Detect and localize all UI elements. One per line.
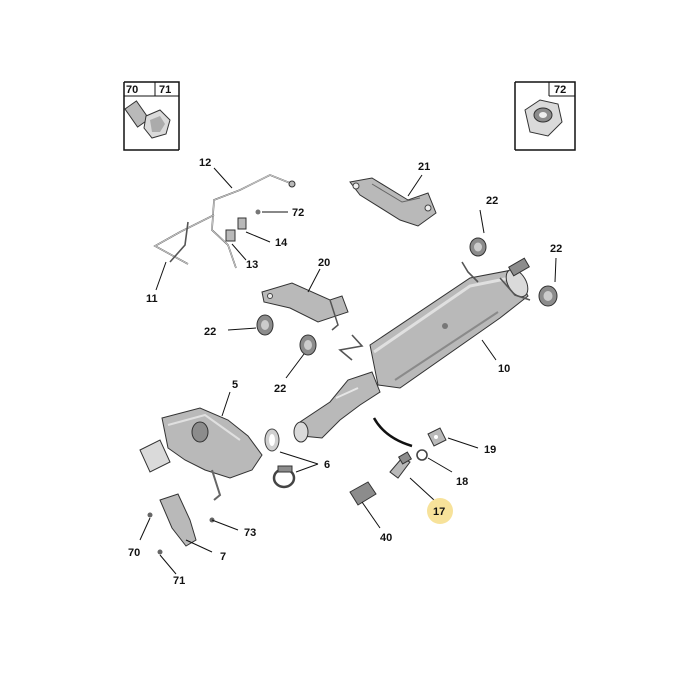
- callout-72: 72: [292, 207, 304, 219]
- callout-10: 10: [498, 363, 510, 375]
- callout-6: 6: [324, 459, 330, 471]
- catalytic-converter-5: [139, 407, 263, 501]
- callout-11: 11: [146, 293, 158, 305]
- callout-22-right: 22: [550, 243, 562, 255]
- inset-label-72: 72: [554, 84, 566, 96]
- callout-17: 17: [433, 506, 445, 518]
- inset-label-71: 71: [159, 84, 171, 96]
- callout-22-center: 22: [274, 383, 286, 395]
- inset-label-70: 70: [126, 84, 138, 96]
- sensor-17: [389, 451, 413, 479]
- bracket-20: [261, 282, 349, 331]
- clip-19: [427, 427, 447, 447]
- seal-18: [416, 449, 428, 461]
- callout-13: 13: [246, 259, 258, 271]
- bracket-21: [349, 177, 437, 227]
- callout-22-left: 22: [204, 326, 216, 338]
- callout-70: 70: [128, 547, 140, 559]
- rubber-mount-22-center: [299, 334, 317, 356]
- front-pipe: [293, 371, 381, 443]
- sensor-location-arrow: [372, 417, 413, 448]
- callout-7: 7: [220, 551, 226, 563]
- callout-18: 18: [456, 476, 468, 488]
- callout-labels: 12 21 72 14 13 11 20 22 22 22 22 10 5 6 …: [128, 157, 562, 587]
- callout-5: 5: [232, 379, 238, 391]
- inset-bolt-70-71: 70 71: [123, 81, 180, 151]
- rubber-mount-22-left: [256, 314, 274, 336]
- callout-21: 21: [418, 161, 430, 173]
- callout-71: 71: [173, 575, 185, 587]
- nut-icon: [524, 99, 563, 137]
- bracket-7: [147, 493, 215, 555]
- callout-14: 14: [275, 237, 288, 249]
- inset-nut-72: 72: [514, 81, 576, 151]
- callout-73: 73: [244, 527, 256, 539]
- leader-lines: [139, 167, 557, 575]
- clamp-and-gasket-6: [264, 428, 296, 489]
- callout-19: 19: [484, 444, 496, 456]
- vacuum-pipe-assembly: [153, 174, 296, 269]
- bolt-icon: [124, 100, 171, 139]
- callout-12: 12: [199, 157, 211, 169]
- callout-17-highlight: [427, 498, 453, 524]
- heat-shield-40: [349, 481, 377, 506]
- callout-20: 20: [318, 257, 330, 269]
- rubber-mount-22-top: [469, 237, 487, 257]
- particulate-filter-10: [338, 257, 531, 389]
- callout-22-top: 22: [486, 195, 498, 207]
- callout-40: 40: [380, 532, 392, 544]
- rubber-mount-22-right: [538, 285, 558, 307]
